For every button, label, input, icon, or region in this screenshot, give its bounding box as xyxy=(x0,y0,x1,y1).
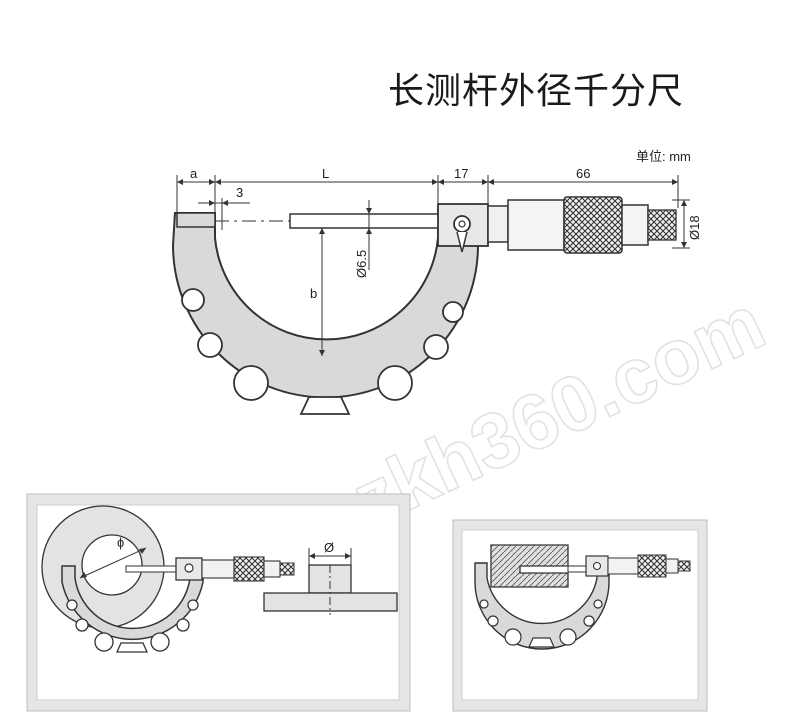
inset-panel-right xyxy=(452,519,708,712)
frame-hole xyxy=(233,365,269,401)
lock-screw xyxy=(453,215,471,233)
dim-66: 66 xyxy=(576,166,590,181)
dim-17: 17 xyxy=(454,166,468,181)
hatched-workpiece xyxy=(490,544,569,588)
sleeve xyxy=(487,205,509,243)
ratchet-knurl xyxy=(647,209,677,241)
dim-3: 3 xyxy=(236,185,243,200)
unit-label: 单位: mm xyxy=(636,149,691,164)
frame-label-plate xyxy=(299,396,351,415)
frame-hole xyxy=(423,334,449,360)
frame-hole xyxy=(442,301,464,323)
anvil xyxy=(176,212,216,228)
dim-sleeve-diameter: Ø18 xyxy=(687,215,702,240)
dim-L: L xyxy=(322,166,329,181)
dimension-lines xyxy=(176,175,690,356)
dim-b: b xyxy=(310,286,317,301)
spindle xyxy=(289,213,441,229)
inset-panel-left: ɸ Ø xyxy=(26,493,411,712)
thimble-knurl xyxy=(563,196,623,254)
dim-a: a xyxy=(190,166,198,181)
frame-hole xyxy=(197,332,223,358)
dia-label: Ø xyxy=(324,540,334,555)
dim-spindle-diameter: Ø6.5 xyxy=(354,250,369,278)
thimble-end xyxy=(621,204,649,246)
small-micrometer-frame-right xyxy=(474,562,610,650)
frame-hole xyxy=(181,288,205,312)
phi-label: ɸ xyxy=(117,535,124,550)
frame-hole xyxy=(377,365,413,401)
main-micrometer xyxy=(171,196,677,415)
thimble xyxy=(507,199,565,251)
micrometer-frame xyxy=(171,209,479,399)
page-title: 长测杆外径千分尺 xyxy=(388,71,685,112)
